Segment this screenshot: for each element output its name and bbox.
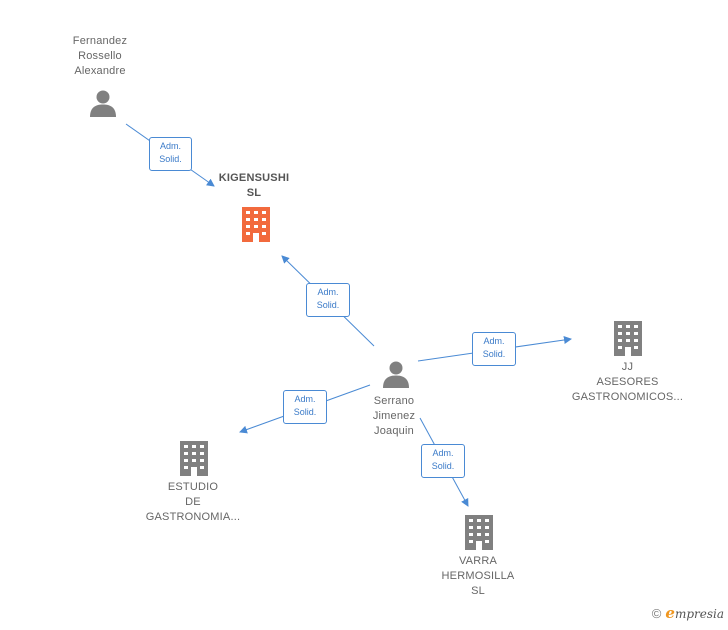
node-label-serrano: Serrano Jimenez Joaquin [372,395,416,437]
copyright-symbol: © [651,605,662,621]
node-label-jj: JJ ASESORES GASTRONOMICOS... [571,361,684,403]
edge-label-serrano-kigensushi[interactable]: Adm. Solid. [306,283,350,317]
building-icon[interactable] [178,441,210,476]
building-icon[interactable] [463,515,495,550]
node-varra[interactable]: VARRA HERMOSILLA SL [428,554,528,599]
building-icon[interactable] [240,207,272,242]
edge-label-serrano-jj[interactable]: Adm. Solid. [472,332,516,366]
building-icon[interactable] [612,321,644,356]
person-icon[interactable] [88,88,118,118]
node-fernandez[interactable]: Fernandez Rossello Alexandre [50,34,150,79]
node-label-fernandez: Fernandez Rossello Alexandre [72,35,128,77]
empresia-logo[interactable]: empresia [665,604,724,622]
edge-label-serrano-varra[interactable]: Adm. Solid. [421,444,465,478]
node-serrano[interactable]: Serrano Jimenez Joaquin [344,394,444,439]
node-label-varra: VARRA HERMOSILLA SL [441,555,515,597]
person-icon[interactable] [381,359,411,389]
footer-brand: © empresia [652,604,724,622]
node-kigensushi[interactable]: KIGENSUSHI SL [204,171,304,201]
node-label-kigensushi: KIGENSUSHI SL [218,172,290,199]
edge-label-fernandez-kigensushi[interactable]: Adm. Solid. [149,137,192,171]
edge-label-serrano-estudio[interactable]: Adm. Solid. [283,390,327,424]
node-jj[interactable]: JJ ASESORES GASTRONOMICOS... [560,360,695,405]
node-estudio[interactable]: ESTUDIO DE GASTRONOMIA... [133,480,253,525]
node-label-estudio: ESTUDIO DE GASTRONOMIA... [145,481,241,523]
